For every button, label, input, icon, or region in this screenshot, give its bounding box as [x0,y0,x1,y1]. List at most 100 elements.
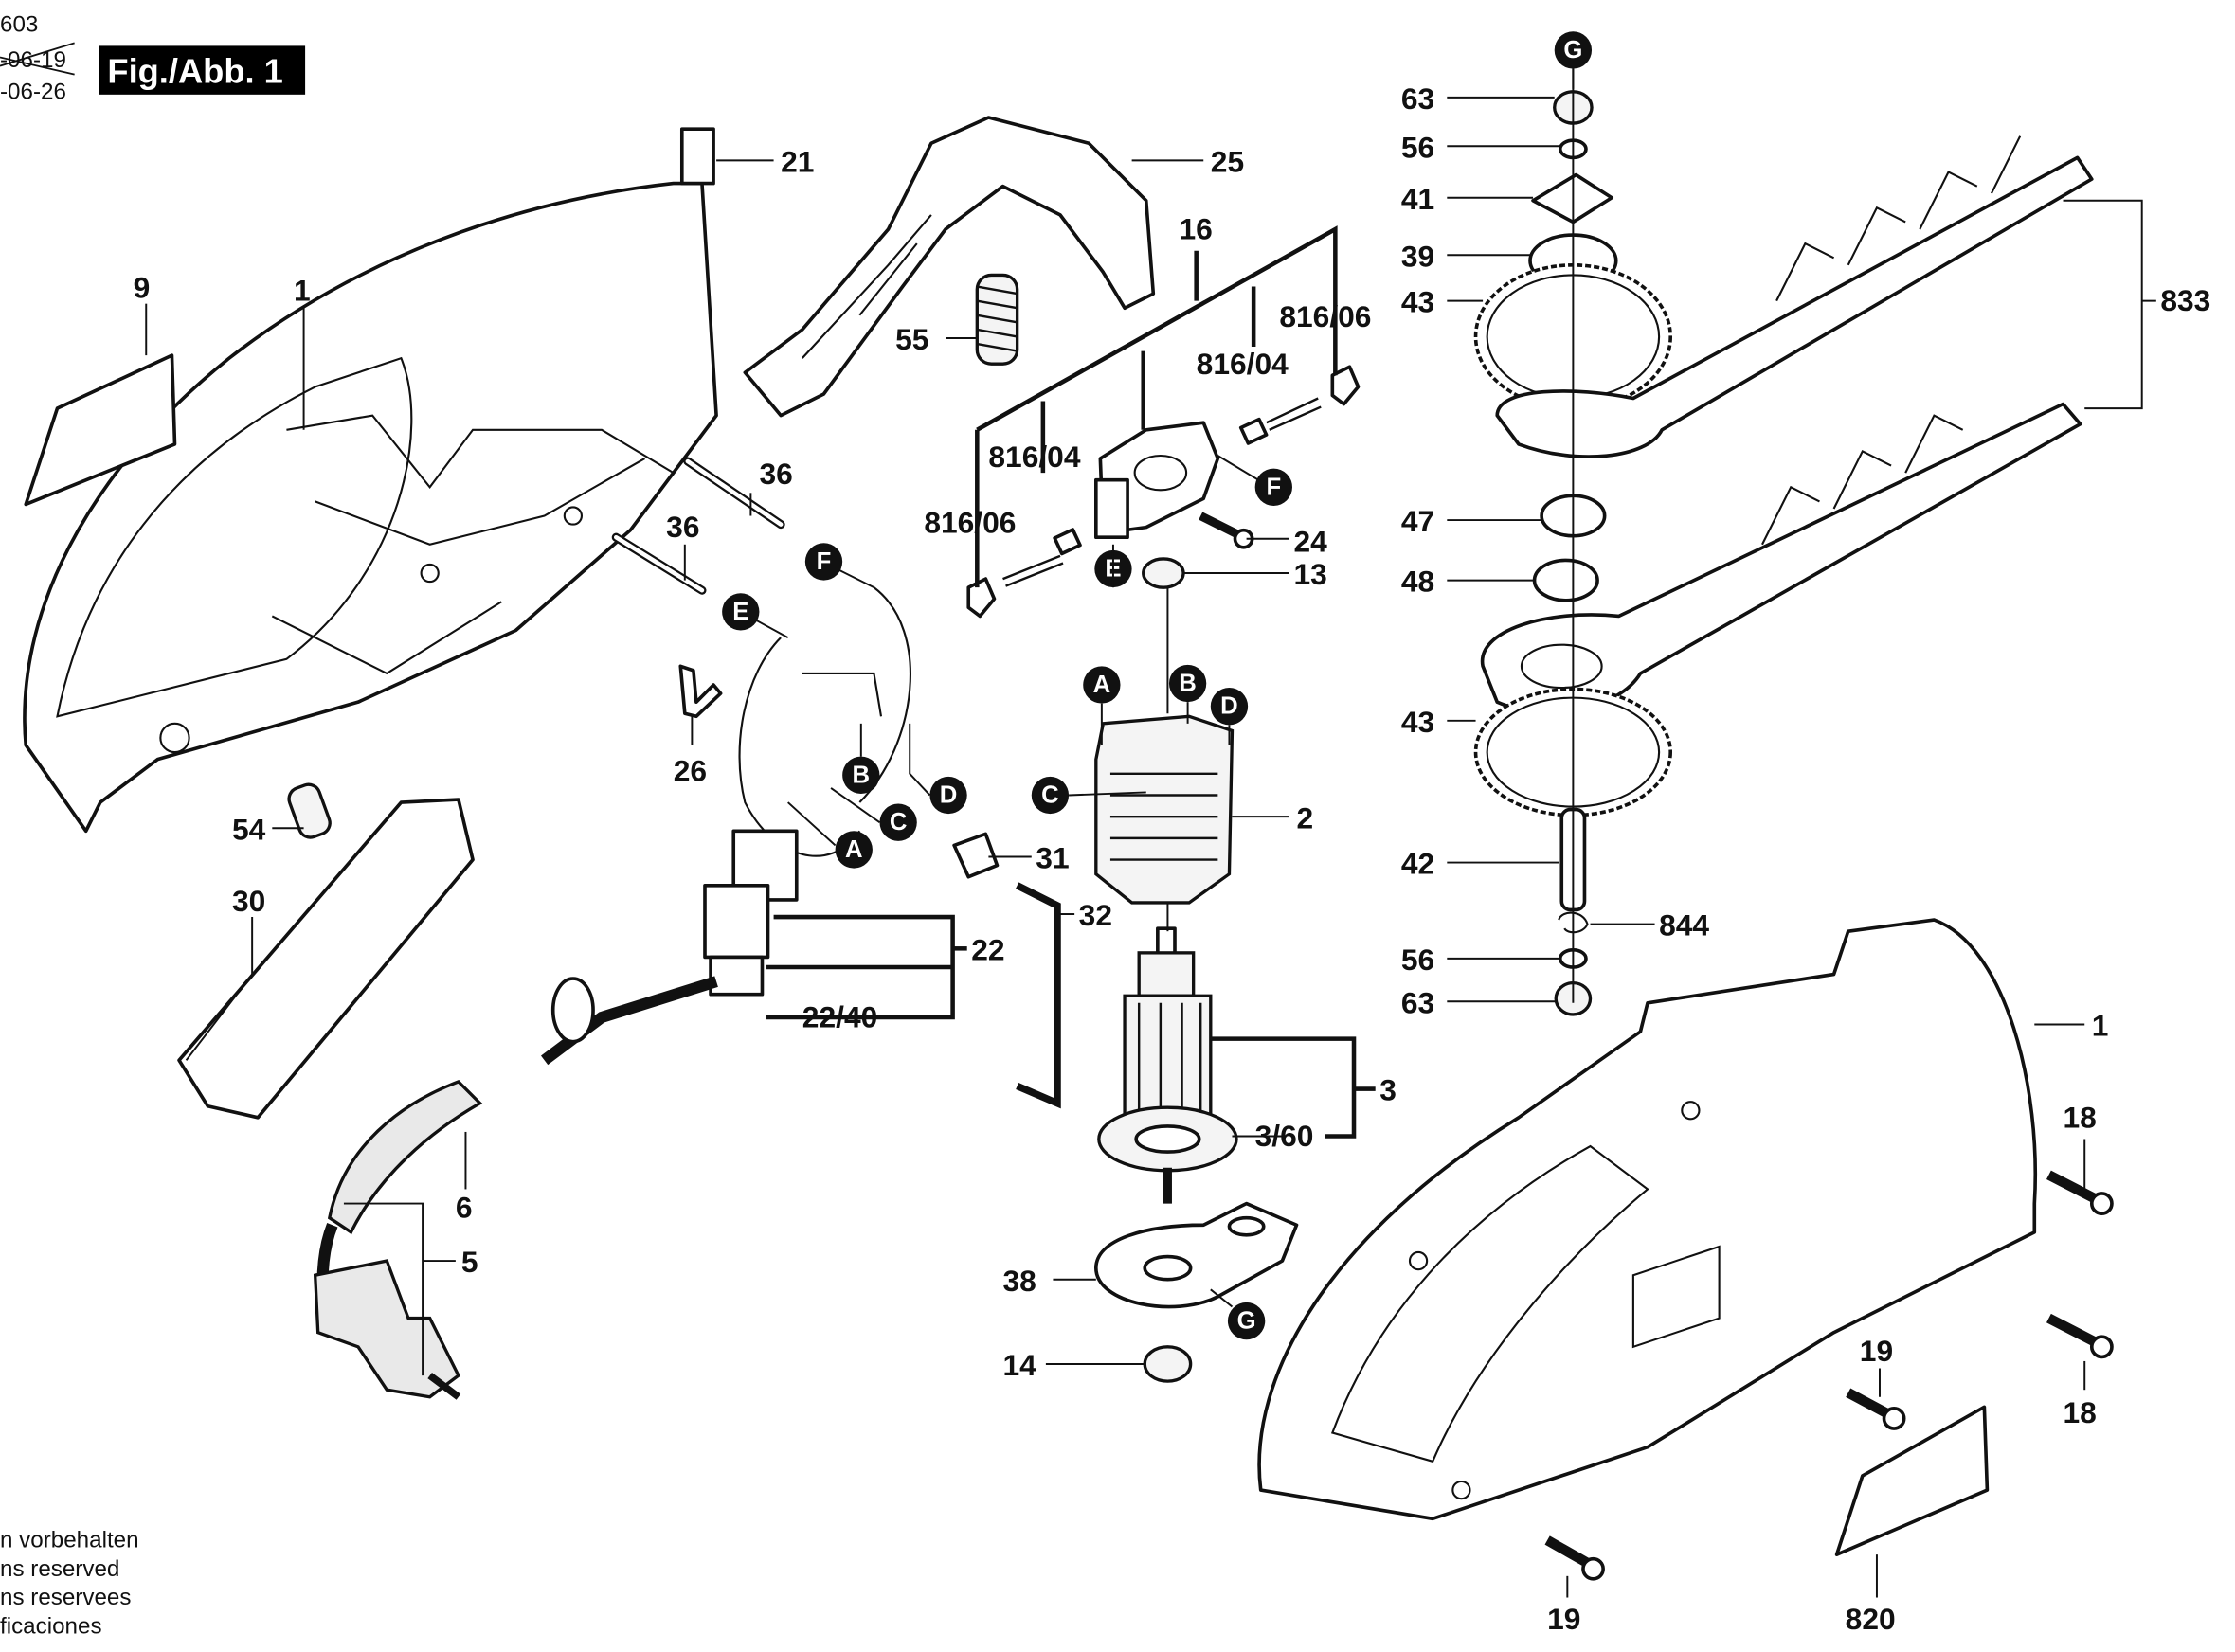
copyright-notice: n vorbehalten ns reserved ns reservees f… [0,1528,139,1640]
bearing[interactable] [1143,1345,1193,1383]
callout-14: 14 [1003,1348,1037,1382]
callout-38: 38 [1003,1264,1036,1298]
callout-816-04-a: 816/04 [1197,347,1289,381]
connector-markers: G G F F E E A B [722,31,1593,1340]
leader-lines [145,68,2156,1598]
connector-d-harness: D [929,776,967,815]
footer-line: ns reserved [0,1556,119,1582]
svg-text:D: D [940,781,958,808]
wire-bracket[interactable] [1015,882,1061,1109]
callout-2: 2 [1297,800,1314,835]
switch-lever[interactable] [177,798,475,1120]
footer-line: ficaciones [0,1613,102,1639]
callout-3-60: 3/60 [1255,1119,1314,1153]
bearing-plate[interactable] [1094,1201,1299,1309]
bearing[interactable] [1142,557,1185,589]
insert-plate[interactable] [679,127,715,186]
svg-text:C: C [890,809,908,835]
housing-right-half[interactable] [1257,918,2037,1521]
figure-label-box [99,45,306,95]
connector-a-stator: A [1083,666,1121,704]
connector-b-stator: B [1168,664,1207,703]
strike-line [0,56,75,76]
connector-e-bottom: E [722,593,760,631]
connector-g-bottom: G [1227,1302,1266,1340]
mains-plug[interactable] [313,1259,461,1400]
svg-text:G: G [1563,37,1582,63]
callout-25: 25 [1211,145,1244,179]
screw[interactable] [1846,1388,1906,1430]
carbon-brush[interactable] [1002,528,1082,587]
callout-numbers: 9 1 21 25 16 55 816/06 816/04 816/04 816… [134,81,2211,1636]
drawing-number: 603 [0,11,38,37]
callout-48: 48 [1401,565,1434,599]
svg-text:D: D [1220,693,1238,720]
connector-f-bottom: F [804,543,843,581]
callout-816-04-b: 816/04 [988,440,1080,474]
callout-39: 39 [1401,239,1434,273]
cable-holder[interactable] [952,832,1000,879]
screw[interactable] [1199,512,1254,549]
callout-26: 26 [674,753,707,787]
callout-56-top: 56 [1401,130,1434,164]
svg-text:F: F [817,548,832,575]
pin[interactable] [683,457,785,530]
spring[interactable] [975,273,1019,366]
brush-cap[interactable] [966,577,997,619]
handle[interactable] [743,116,1156,418]
power-cord[interactable] [316,976,718,1302]
callout-24: 24 [1293,524,1327,558]
svg-text:F: F [1266,474,1281,500]
retaining-clip[interactable] [1558,911,1589,934]
connector-c-stator: C [1031,776,1070,815]
connector-g-top: G [1554,31,1593,69]
callout-63-top: 63 [1401,81,1434,116]
callout-16: 16 [1180,212,1213,246]
callout-6: 6 [456,1191,473,1225]
cutter-blade-upper[interactable] [1495,135,2094,458]
field-stator[interactable] [1094,714,1235,905]
callout-22-40: 22/40 [802,1000,877,1034]
callout-22: 22 [971,932,1004,966]
pin[interactable] [611,532,707,595]
connector-c-harness: C [879,803,917,841]
housing-left-half[interactable] [23,181,718,834]
screw[interactable] [2046,1170,2114,1215]
armature[interactable] [1123,926,1213,1120]
callout-3: 3 [1379,1073,1397,1107]
label-plate[interactable] [24,353,177,507]
figure-label: Fig./Abb. 1 [107,52,282,91]
callout-31: 31 [1036,841,1069,875]
callout-18-b: 18 [2064,1395,2097,1429]
callout-56-bottom: 56 [1401,943,1434,977]
lever-spring[interactable] [286,781,333,841]
strike-line [0,42,75,67]
callout-1-right: 1 [2092,1009,2109,1043]
callout-9: 9 [134,271,151,305]
screw[interactable] [1544,1535,1605,1581]
callout-36-b: 36 [666,510,699,544]
callout-brackets [766,225,1376,1139]
fan[interactable] [1097,1105,1238,1204]
switch-harness[interactable] [703,586,911,997]
cam-disc[interactable] [1532,558,1599,602]
date-current: -06-26 [0,79,66,104]
cable-clip[interactable] [678,664,723,719]
callout-18-a: 18 [2064,1100,2097,1134]
svg-text:B: B [1179,670,1197,696]
brush-cap[interactable] [1330,365,1361,406]
callout-19-b: 19 [1547,1602,1580,1636]
brush-holder[interactable] [1094,421,1220,540]
svg-text:G: G [1237,1308,1256,1335]
callout-19-a: 19 [1860,1334,1893,1368]
callout-5: 5 [461,1245,478,1279]
screw[interactable] [2046,1313,2114,1359]
label-plate[interactable] [1834,1405,1990,1556]
callout-63-bottom: 63 [1401,985,1434,1019]
callout-833: 833 [2160,283,2210,317]
callout-21: 21 [781,145,814,179]
callout-32: 32 [1079,898,1112,932]
carbon-brush[interactable] [1238,397,1322,445]
callout-47: 47 [1401,504,1434,538]
